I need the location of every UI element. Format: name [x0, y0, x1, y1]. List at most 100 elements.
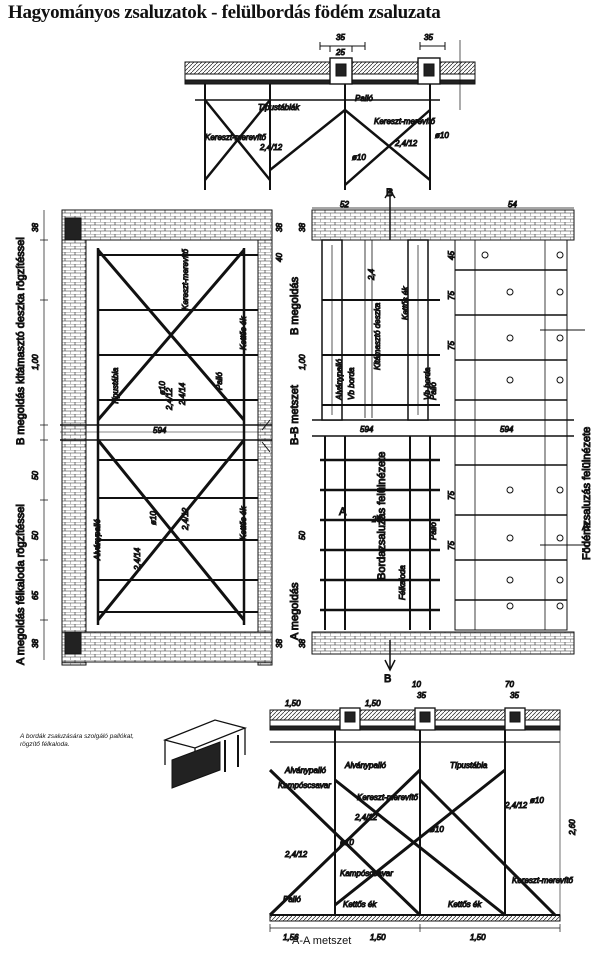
label-24-12-top-left: 2,4/12	[259, 143, 283, 152]
label-d10-aa-center: ø10	[430, 825, 444, 834]
label-pallo-aa: Palló	[283, 895, 301, 904]
label-kettos-ek-plan-top: Kettős ék	[239, 316, 248, 350]
label-bb-metszet: B-B metszet	[289, 385, 301, 445]
label-pallo-plan-right: Palló	[429, 522, 438, 540]
label-d10-aa-right: ø10	[530, 796, 544, 805]
label-vb-borda-left: Vb borda	[347, 367, 356, 400]
label-24-12-aa-top: 2,4/12	[354, 813, 378, 822]
label-24-12-top-right: 2,4/12	[394, 139, 418, 148]
dim-25-top: 25	[335, 48, 345, 57]
label-d10-top-center: ø10	[352, 153, 366, 162]
label-d10-plan-top: ø10	[158, 381, 167, 395]
dim-38-bottom-left: 38	[31, 639, 40, 648]
label-a-megoldas: A megoldás	[289, 582, 301, 640]
label-alvanypallo-aa: Alványpalló	[344, 761, 386, 770]
label-kettos-ek-aa-left: Kettős ék	[343, 900, 377, 909]
dim-100-right: 1,00	[298, 354, 307, 370]
label-d10-plan-bottom: ø10	[149, 511, 158, 525]
label-pallo-top: Palló	[355, 94, 373, 103]
label-kampos-csavar-aa-top: Kampóscsavar	[278, 781, 331, 790]
label-tipustablak: Típustáblák	[258, 103, 300, 112]
dim-52-top: 52	[340, 200, 349, 209]
clamp-detail-note: A bordák zsaluzására szolgáló pallókat, …	[20, 733, 134, 748]
label-kettos-ek-bb: Kettős ék	[401, 286, 410, 320]
label-24-12-plan: 2,4/12	[165, 387, 174, 411]
top-section-labels: Típustáblák Palló Kereszt-merevítő Keres…	[205, 33, 450, 163]
dim-38-top-right: 38	[275, 223, 284, 232]
dim-38-right-top: 38	[298, 223, 307, 232]
plan-left-labels: B megoldás kitámasztó deszka rögzítéssel…	[15, 222, 285, 665]
dim-35-top: 35	[336, 33, 345, 42]
label-kereszt-merevito-aa-right: Kereszt-merevítő	[512, 876, 573, 885]
clamp-detail-3d	[162, 719, 248, 789]
dim-50-left-2: 50	[31, 531, 40, 540]
label-tipustabla-plan: Típustábla	[111, 367, 120, 405]
label-d10-top-right: ø10	[435, 131, 449, 140]
plan-right	[311, 188, 585, 672]
section-aa-labels: Alványpalló Alványpalló Típustábla Kampó…	[278, 680, 578, 943]
label-24-12-plan-bottom: 2,4/12	[181, 507, 190, 531]
label-pallo-plan: Palló	[215, 372, 224, 390]
label-alvanypallo-bb: Alványpalló	[335, 359, 344, 401]
label-kereszt-merevito-top-left: Kereszt-merevítő	[205, 133, 266, 142]
label-b-megoldas: B megoldás	[289, 276, 301, 335]
dim-10-aa: 10	[412, 680, 421, 689]
dim-24-bb: 2,4	[367, 268, 376, 281]
dim-260-aa: 2,60	[568, 819, 577, 836]
label-bordazsaluzas: Bordazsaluzás felülnézete	[376, 452, 388, 580]
section-aa-caption: A-A metszet	[292, 935, 352, 947]
label-section-b-bottom: B	[384, 673, 391, 685]
label-alvanypallo-plan: Alványpalló	[93, 519, 102, 561]
label-side-a: A megoldás félkaloda rögzítéssel	[15, 504, 27, 665]
dim-45-right: 45	[447, 251, 456, 260]
top-section-detail	[184, 40, 476, 190]
label-side-b: B megoldás kitámasztó deszka rögzítéssel	[15, 237, 27, 445]
label-pallo-bb: Palló	[429, 382, 438, 400]
dim-35-aa-right: 35	[510, 691, 519, 700]
page-title: Hagyományos zsaluzatok - felülbordás föd…	[8, 2, 441, 23]
dim-38-top-left: 38	[31, 223, 40, 232]
dim-594-right-2: 594	[500, 425, 514, 434]
dim-75-right-2: 75	[447, 341, 456, 350]
dim-40-right: 40	[275, 253, 284, 262]
dim-75-right-1: 75	[447, 291, 456, 300]
plan-left	[40, 209, 273, 666]
label-24-12-aa-left: 2,4/12	[284, 850, 308, 859]
label-kitamaszto-deszka: Kitámasztó deszka	[373, 302, 382, 370]
dim-75-right-3: 75	[447, 491, 456, 500]
plan-right-labels: B megoldás B-B metszet A megoldás Bordaz…	[289, 187, 594, 686]
dim-150-aa-bottom-1: 1,50	[370, 933, 386, 942]
label-kettos-ek-plan-bottom: Kettős ék	[239, 506, 248, 540]
label-kettos-ek-aa-right: Kettős ék	[448, 900, 482, 909]
label-tipustabla-aa: Típustábla	[450, 761, 488, 770]
dim-75-right-4: 75	[447, 541, 456, 550]
label-kereszt-merevito-plan: Kereszt-merevítő	[181, 249, 190, 310]
label-alvanypallo-aa-left: Alványpalló	[284, 766, 326, 775]
label-24-12-aa-right: 2,4/12	[504, 801, 528, 810]
dim-38-right-bottom: 38	[298, 639, 307, 648]
label-kereszt-merevito-aa: Kereszt-merevítő	[357, 793, 418, 802]
dim-150-aa-bottom-2: 1,50	[470, 933, 486, 942]
label-felkaloda: Félkaloda	[398, 565, 407, 600]
label-section-a-left: A	[339, 506, 347, 518]
label-kampos-csavar-aa-bottom: Kampóscsavar	[340, 869, 393, 878]
label-fodemzsaluzas: Födémzsaluzás felülnézete	[581, 427, 593, 560]
dim-70-aa: 70	[505, 680, 514, 689]
label-section-b-top: B	[386, 187, 393, 199]
dim-150-aa-left: 1,50	[285, 699, 301, 708]
label-kereszt-merevito-top-right: Kereszt-merevítő	[374, 117, 435, 126]
dim-50-right: 50	[298, 531, 307, 540]
label-d10-aa-left: ø10	[340, 838, 354, 847]
dim-35-top-right: 35	[424, 33, 433, 42]
label-24-14-plan-top: 2,4/14	[178, 382, 187, 406]
dim-156-aa: 1,56	[283, 933, 299, 942]
label-24-14-plan-bottom: 2,4/14	[133, 547, 142, 571]
dim-38-bottom-right: 38	[275, 639, 284, 648]
dim-100-left: 1,00	[31, 354, 40, 370]
dim-35-aa: 35	[417, 691, 426, 700]
label-vb-borda-right: Vb borda	[423, 367, 432, 400]
section-aa	[268, 707, 561, 932]
dim-594-right: 594	[360, 425, 374, 434]
dim-594-left: 594	[153, 426, 167, 435]
